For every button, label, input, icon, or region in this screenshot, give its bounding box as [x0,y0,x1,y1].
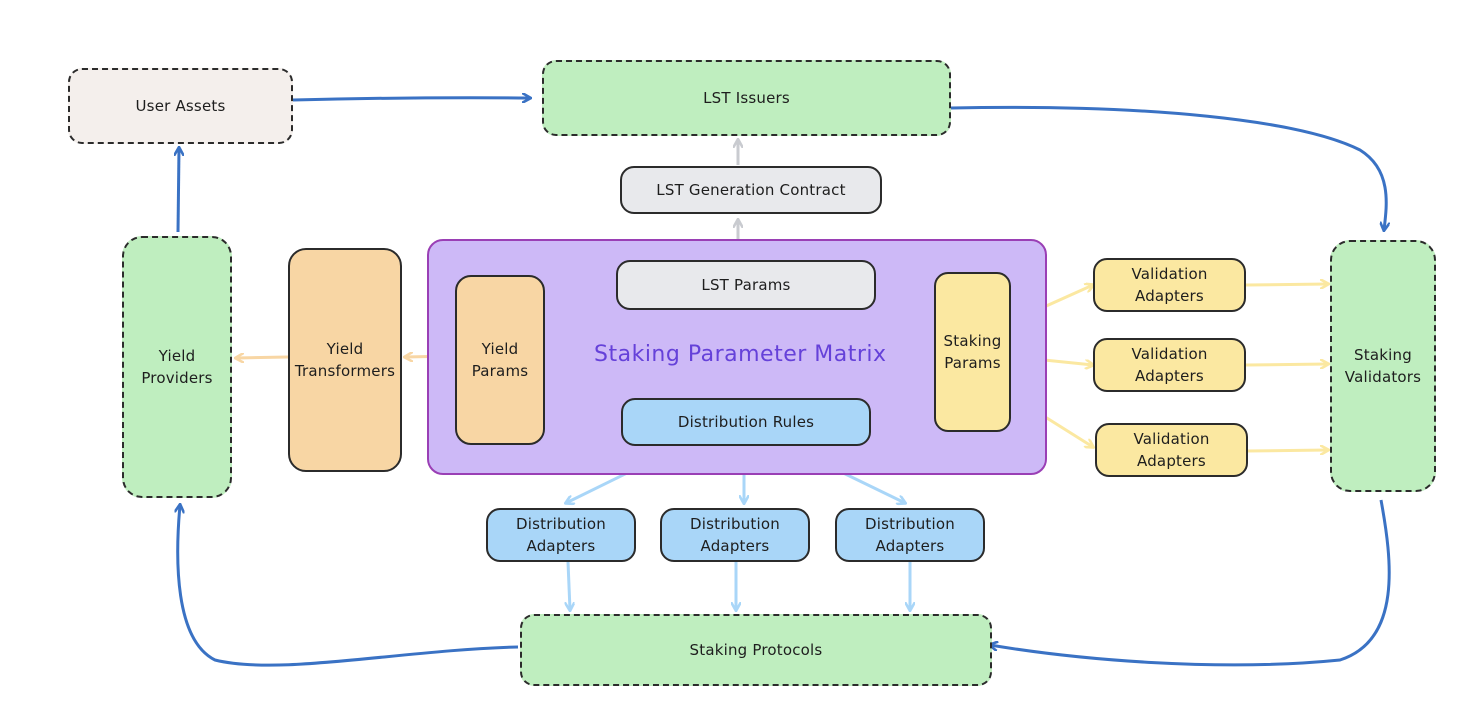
yield-providers-node[interactable]: Yield Providers [122,236,232,498]
arrow-yield-providers-to-user-assets [178,148,179,233]
staking-protocols-node[interactable]: Staking Protocols [520,614,992,686]
arrow-validation-3-to-validators [1245,450,1328,451]
matrix-title: Staking Parameter Matrix [594,342,887,367]
staking-validators-node[interactable]: Staking Validators [1330,240,1436,492]
arrow-validation-1-to-validators [1245,284,1328,285]
distribution-rules-node[interactable]: Distribution Rules [621,398,871,446]
arrow-staking-protocols-to-yield-providers [178,505,519,667]
arrow-lst-issuers-to-staking-validators [950,105,1386,230]
lst-generation-contract-node[interactable]: LST Generation Contract [620,166,882,214]
user-assets-node[interactable]: User Assets [68,68,293,144]
distribution-adapters-node-1[interactable]: Distribution Adapters [486,508,636,562]
validation-adapters-node-1[interactable]: Validation Adapters [1093,258,1246,312]
lst-params-node[interactable]: LST Params [616,260,876,310]
distribution-adapters-node-2[interactable]: Distribution Adapters [660,508,810,562]
distribution-adapters-node-3[interactable]: Distribution Adapters [835,508,985,562]
arrow-validation-2-to-validators [1245,364,1328,365]
validation-adapters-node-3[interactable]: Validation Adapters [1095,423,1248,477]
validation-adapters-node-2[interactable]: Validation Adapters [1093,338,1246,392]
yield-transformers-node[interactable]: Yield Transformers [288,248,402,472]
arrow-staking-validators-to-staking-protocols [990,499,1391,667]
yield-params-node[interactable]: Yield Params [455,275,545,445]
staking-params-node[interactable]: Staking Params [934,272,1011,432]
arrow-transformers-to-yield-providers [236,357,289,358]
arrow-user-assets-to-lst-issuers [292,98,530,100]
lst-issuers-node[interactable]: LST Issuers [542,60,951,136]
arrow-distribution-adapters-1-to-protocols [568,561,570,610]
